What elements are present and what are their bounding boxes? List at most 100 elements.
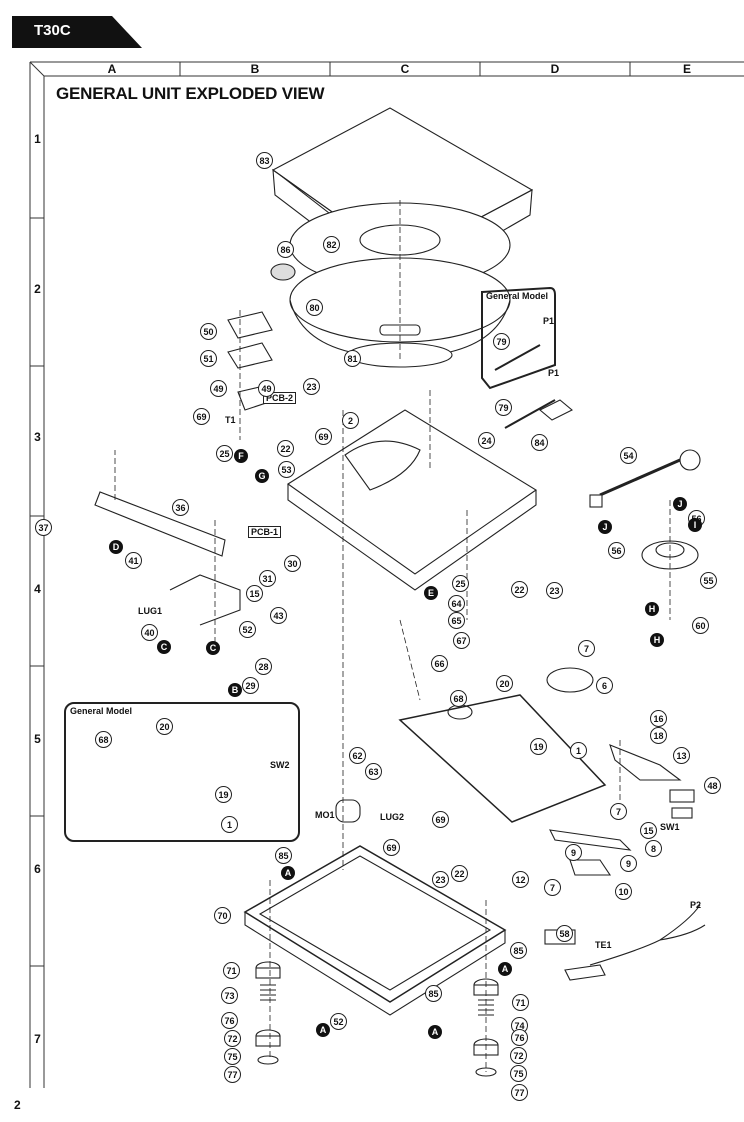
label-pcb1: PCB-1 (248, 526, 282, 538)
part-callout-13: 13 (673, 747, 690, 764)
part-callout-86: 86 (277, 241, 294, 258)
part-callout-50: 50 (200, 323, 217, 340)
part-callout-69: 69 (383, 839, 400, 856)
part-callout-65: 65 (448, 612, 465, 629)
column-header-a: A (107, 62, 117, 76)
part-callout-60: 60 (692, 617, 709, 634)
part-callout-56: 56 (608, 542, 625, 559)
reference-marker-h: H (645, 602, 659, 616)
part-callout-71: 71 (223, 962, 240, 979)
reference-marker-a: A (428, 1025, 442, 1039)
part-callout-84: 84 (531, 434, 548, 451)
part-callout-68: 68 (450, 690, 467, 707)
part-callout-22: 22 (451, 865, 468, 882)
part-callout-75: 75 (224, 1048, 241, 1065)
part-callout-79: 79 (495, 399, 512, 416)
row-header-5: 5 (34, 732, 41, 746)
part-callout-77: 77 (511, 1084, 528, 1101)
inset-label-sw2: SW2 (270, 760, 290, 770)
reference-marker-c: C (206, 641, 220, 655)
part-callout-49: 49 (210, 380, 227, 397)
inset-callout-19: 19 (215, 786, 232, 803)
inset-callout-79: 79 (493, 333, 510, 350)
row-header-6: 6 (34, 862, 41, 876)
part-callout-63: 63 (365, 763, 382, 780)
part-callout-52: 52 (330, 1013, 347, 1030)
part-callout-10: 10 (615, 883, 632, 900)
reference-marker-f: F (234, 449, 248, 463)
inset-title-chassis: General Model (70, 706, 133, 716)
part-callout-7: 7 (610, 803, 627, 820)
label-te1: TE1 (595, 940, 612, 950)
part-callout-7: 7 (544, 879, 561, 896)
part-callout-82: 82 (323, 236, 340, 253)
reference-marker-h: H (650, 633, 664, 647)
reference-marker-j: J (673, 497, 687, 511)
part-callout-40: 40 (141, 624, 158, 641)
reference-marker-j: J (598, 520, 612, 534)
part-callout-58: 58 (556, 925, 573, 942)
bottom-cover (243, 845, 507, 1016)
part-callout-72: 72 (510, 1047, 527, 1064)
reference-marker-e: E (424, 586, 438, 600)
part-callout-76: 76 (221, 1012, 238, 1029)
reference-marker-b: B (228, 683, 242, 697)
column-header-e: E (682, 62, 691, 76)
label-p2: P2 (690, 900, 702, 910)
part-callout-71: 71 (512, 994, 529, 1011)
inset-title-power-cord: General Model (486, 291, 549, 301)
label-sw1: SW1 (660, 822, 680, 832)
part-callout-7: 7 (578, 640, 595, 657)
part-callout-76: 76 (511, 1029, 528, 1046)
row-header-7: 7 (34, 1032, 41, 1046)
part-callout-31: 31 (259, 570, 276, 587)
label-p1: P1 (548, 368, 560, 378)
part-callout-43: 43 (270, 607, 287, 624)
part-callout-69: 69 (193, 408, 210, 425)
part-callout-23: 23 (546, 582, 563, 599)
part-callout-9: 9 (565, 844, 582, 861)
part-callout-41: 41 (125, 552, 142, 569)
part-callout-2: 2 (342, 412, 359, 429)
part-callout-67: 67 (453, 632, 470, 649)
part-callout-22: 22 (511, 581, 528, 598)
part-callout-24: 24 (478, 432, 495, 449)
part-callout-54: 54 (620, 447, 637, 464)
part-callout-15: 15 (246, 585, 263, 602)
row-header-2: 2 (34, 282, 41, 296)
part-callout-23: 23 (432, 871, 449, 888)
column-header-d: D (550, 62, 560, 76)
inset-chassis-general (64, 702, 300, 842)
part-callout-48: 48 (704, 777, 721, 794)
reference-marker-d: D (109, 540, 123, 554)
part-callout-69: 69 (432, 811, 449, 828)
part-callout-77: 77 (224, 1066, 241, 1083)
part-callout-69: 69 (315, 428, 332, 445)
reference-marker-i: I (688, 518, 702, 532)
part-callout-1: 1 (570, 742, 587, 759)
part-callout-73: 73 (221, 987, 238, 1004)
label-t1: T1 (225, 415, 236, 425)
model-name: T30C (34, 22, 71, 39)
inset-label-p1: P1 (543, 316, 555, 326)
part-callout-12: 12 (512, 871, 529, 888)
part-callout-52: 52 (239, 621, 256, 638)
label-lug2: LUG2 (380, 812, 405, 822)
part-callout-6: 6 (596, 677, 613, 694)
part-callout-37: 37 (35, 519, 52, 536)
part-callout-15: 15 (640, 822, 657, 839)
part-callout-53: 53 (278, 461, 295, 478)
part-callout-49: 49 (258, 380, 275, 397)
column-header-b: B (250, 62, 260, 76)
part-callout-25: 25 (452, 575, 469, 592)
reference-marker-a: A (498, 962, 512, 976)
part-callout-83: 83 (256, 152, 273, 169)
part-callout-23: 23 (303, 378, 320, 395)
part-callout-25: 25 (216, 445, 233, 462)
rubber-mat-part (270, 263, 296, 281)
label-lug1: LUG1 (138, 606, 163, 616)
part-callout-30: 30 (284, 555, 301, 572)
inset-power-cord-general (482, 288, 554, 384)
